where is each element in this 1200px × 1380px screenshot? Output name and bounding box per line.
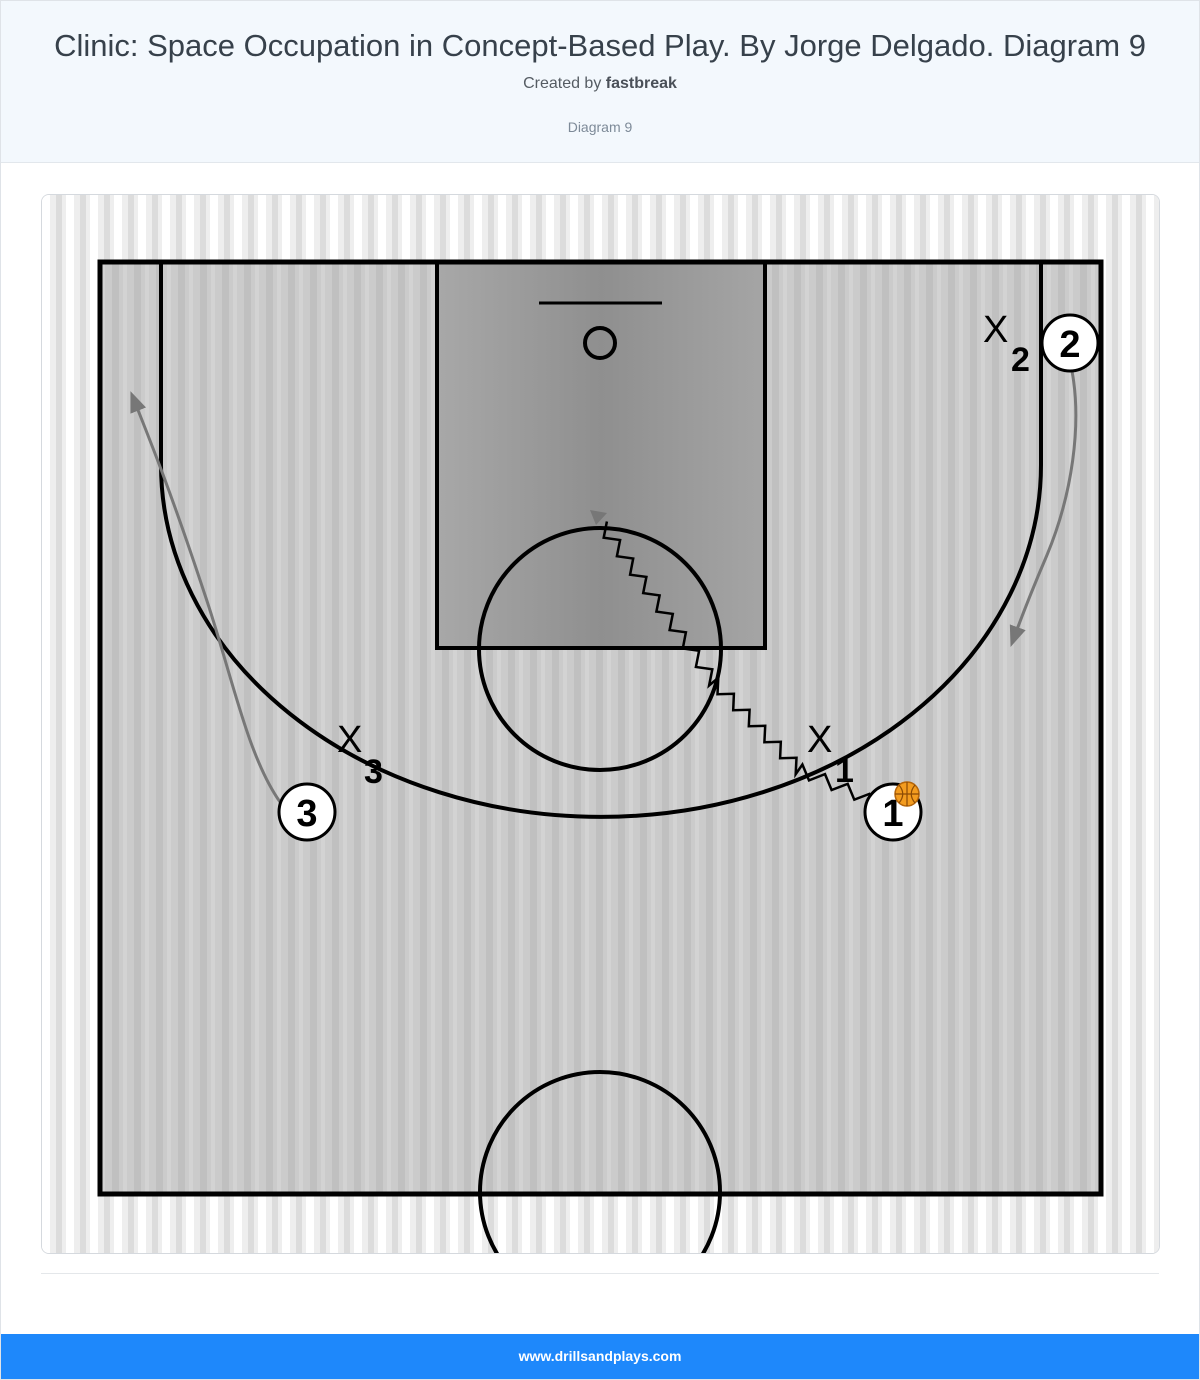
defender-x1: X 1: [807, 719, 854, 790]
page-footer: www.drillsandplays.com: [1, 1334, 1199, 1379]
author-link[interactable]: fastbreak: [605, 75, 677, 92]
paint-area: [435, 260, 767, 650]
rim: [583, 326, 617, 360]
player-1-dribble-arrowhead: [590, 510, 607, 525]
defender-x2-number: 2: [1011, 341, 1030, 379]
player-2-circle: [1040, 313, 1100, 373]
defender-x3-label: X: [337, 719, 362, 761]
created-by: Created by fastbreak: [1, 75, 1199, 93]
defender-x2-label: X: [983, 309, 1008, 351]
player-3: 3: [277, 782, 337, 842]
basketball-icon: [894, 781, 920, 807]
page-title: Clinic: Space Occupation in Concept-Base…: [54, 28, 1146, 63]
court-boundary: [97, 259, 1104, 1197]
page-header: Clinic: Space Occupation in Concept-Base…: [1, 1, 1199, 163]
diagram-subtitle: Diagram 9: [567, 119, 633, 135]
defender-x1-number: 1: [835, 752, 854, 790]
player-3-cut-arrow: [130, 391, 282, 803]
diagram-card: X 3 X 1 X 2 3 1 2: [41, 194, 1160, 1254]
player-3-label: 3: [296, 793, 317, 835]
defender-x1-label: X: [807, 719, 832, 761]
created-by-label: Created by: [523, 75, 602, 92]
player-2-label: 2: [1059, 324, 1080, 366]
player-2: 2: [1040, 313, 1100, 373]
defender-x3: X 3: [337, 719, 383, 791]
defender-x2: X 2: [983, 309, 1030, 379]
player-1-dribble-path: [602, 521, 871, 802]
player-1-label: 1: [882, 793, 903, 835]
three-point-line: [159, 262, 1043, 819]
center-circle: [478, 1070, 722, 1253]
player-2-cut-arrow: [1009, 370, 1078, 647]
player-3-circle: [277, 782, 337, 842]
court-diagram: X 3 X 1 X 2 3 1 2: [42, 195, 1159, 1253]
footer-site-link[interactable]: www.drillsandplays.com: [518, 1348, 682, 1364]
free-throw-circle: [477, 526, 723, 772]
defender-x3-number: 3: [364, 753, 383, 791]
player-1: 1: [863, 781, 923, 842]
content-divider: [41, 1273, 1159, 1274]
